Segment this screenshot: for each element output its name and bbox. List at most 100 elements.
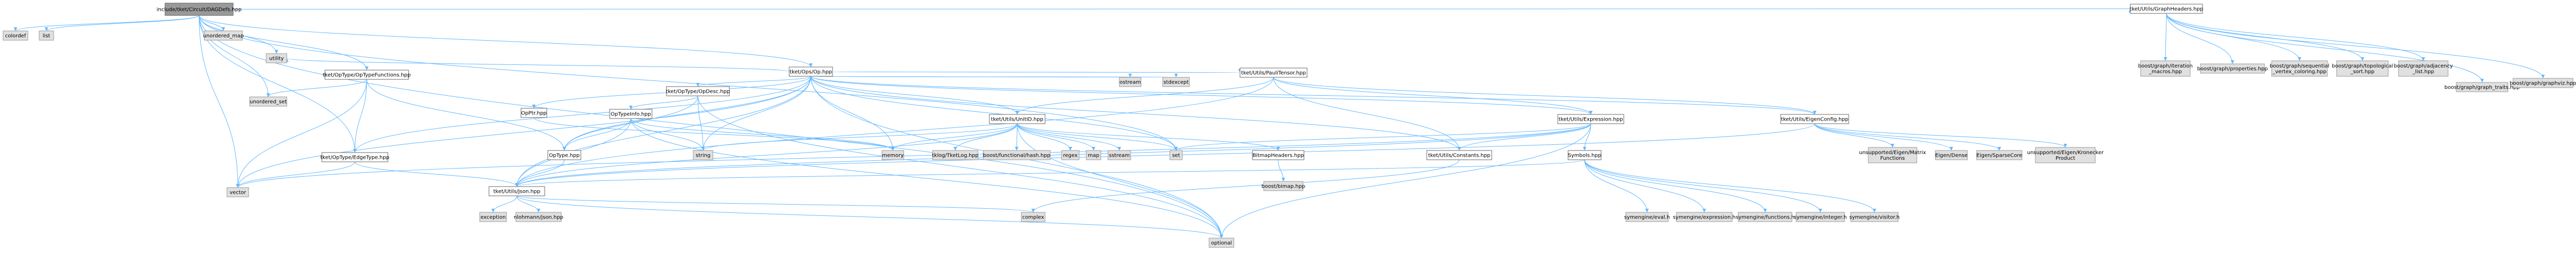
node-label: boost/graph/sequential: [2270, 63, 2329, 69]
edge-utilshelpers-to-sstream: [1017, 123, 1121, 151]
node-label: colordef: [5, 34, 26, 39]
edge-symbols-to-symengine_func: [1584, 159, 1767, 213]
node-json[interactable]: tket/Utils/Json.hpp: [488, 186, 545, 196]
node-boosthash: boost/functional/hash.hpp: [983, 150, 1051, 160]
node-optype[interactable]: OpType.hpp: [547, 150, 581, 160]
node-label: string: [696, 153, 711, 159]
node-eigendense: Eigen/Dense: [1935, 150, 1968, 160]
node-bgl_seq: boost/graph/sequential_vertex_coloring.h…: [2270, 60, 2329, 77]
edge-paulitensor-to-eigenconfig: [1273, 77, 1817, 115]
node-box: [1061, 150, 1080, 160]
node-label: tket/Utils/PauliTensor.hpp: [1241, 71, 1306, 76]
node-label: boost/functional/hash.hpp: [983, 153, 1050, 159]
edge-utilshelpers-to-set: [1017, 123, 1178, 151]
node-box: [1107, 150, 1131, 160]
edge-ophpp-to-constants: [810, 76, 1461, 151]
node-label: tket/Utils/Expression.hpp: [1559, 117, 1623, 123]
node-label: ostream: [1119, 80, 1140, 86]
edge-ophpp-to-edgetype: [353, 76, 811, 153]
node-oppointer[interactable]: OpPtr.hpp: [520, 108, 547, 118]
edge-optypefunc-to-unordered_set: [266, 79, 367, 97]
node-box: [1868, 147, 1917, 163]
node-opdesc[interactable]: tket/OpType/OpDesc.hpp: [666, 86, 730, 96]
node-label: tket/OpType/OpTypeFunctions.hpp: [323, 73, 411, 78]
node-label: boost/bimap.hpp: [1262, 184, 1306, 190]
node-paulitensor[interactable]: tket/Utils/PauliTensor.hpp: [1240, 68, 1308, 78]
node-optypeinfo[interactable]: OpTypeInfo.hpp: [609, 109, 653, 119]
node-box: [1850, 212, 1899, 222]
edge-ophpp-to-string: [701, 76, 811, 151]
node-symengine_int: symengine/integer.h: [1794, 212, 1847, 222]
edge-root-to-optypefunc: [199, 15, 369, 71]
edge-constants-to-complex: [1031, 159, 1460, 213]
node-box: [39, 30, 54, 41]
node-box: [547, 150, 581, 160]
node-label: Eigen/SparseCore: [1977, 153, 2023, 159]
node-label: unordered_set: [250, 99, 287, 105]
node-graphheaders[interactable]: tket/Utils/GraphHeaders.hpp: [2130, 4, 2204, 14]
edge-oppointer-to-memory: [533, 117, 895, 151]
edge-optypefunc-to-vector: [236, 79, 367, 188]
edge-utilshelpers-to-map: [1017, 123, 1096, 151]
edge-opdesc-to-optional: [697, 95, 1224, 239]
node-colordef: colordef: [3, 30, 28, 41]
node-label: symengine/integer.h: [1794, 215, 1847, 221]
node-label: optional: [1211, 241, 1232, 246]
edge-paulitensor-to-json: [515, 77, 1274, 187]
node-label: BitmapHeaders.hpp: [1252, 153, 1304, 159]
node-box: [1252, 150, 1305, 160]
node-sstream: sstream: [1107, 150, 1131, 160]
node-label: set: [1172, 153, 1180, 159]
node-symbols[interactable]: Symbols.hpp: [1568, 150, 1602, 160]
edge-optypeinfo-to-memory: [630, 118, 895, 151]
node-label: vector: [230, 190, 247, 196]
edge-opdesc-to-optypeinfo: [629, 95, 698, 110]
edge-optypeinfo-to-optype: [562, 118, 631, 151]
node-label: nlohmann/json.hpp: [514, 215, 563, 221]
node-box: [1738, 212, 1792, 222]
node-box: [2130, 4, 2203, 14]
node-box: [2035, 147, 2096, 163]
node-list: list: [39, 30, 54, 41]
edge-optypefunc-to-edgetype: [353, 79, 367, 153]
node-utilshelpers[interactable]: tket/Utils/UnitID.hpp: [989, 114, 1046, 124]
node-optypefunc[interactable]: tket/OpType/OpTypeFunctions.hpp: [323, 70, 411, 80]
node-symengine_eval: symengine/eval.h: [1624, 212, 1670, 222]
node-box: [1625, 212, 1669, 222]
node-label: tket/Utils/UnitID.hpp: [991, 117, 1043, 123]
node-label: boost/graph/adjacency: [2394, 63, 2453, 69]
edge-expression-to-set: [1174, 123, 1591, 151]
node-ostream: ostream: [1119, 77, 1142, 87]
edge-graphheaders-to-bgl_iter: [2163, 13, 2167, 61]
node-label: OpPtr.hpp: [521, 111, 547, 116]
edge-optypefunc-to-optype: [366, 79, 566, 151]
node-box: [2336, 60, 2389, 77]
edge-ophpp-to-paulitensor: [832, 69, 1241, 73]
node-ophpp[interactable]: tket/Ops/Op.hpp: [789, 66, 833, 77]
node-eigenconfig[interactable]: tket/Utils/EigenConfig.hpp: [1780, 114, 1849, 124]
edge-root-to-optional: [199, 15, 1224, 239]
node-unordered_set: unordered_set: [249, 96, 287, 107]
edge-symbols-to-symengine_expr: [1584, 159, 1706, 213]
edge-ophpp-to-set: [810, 76, 1178, 151]
node-constants[interactable]: tket/Utils/Constants.hpp: [1426, 150, 1492, 160]
node-label: utility: [269, 56, 284, 62]
node-expression[interactable]: tket/Utils/Expression.hpp: [1557, 114, 1624, 124]
node-bitmap[interactable]: BitmapHeaders.hpp: [1252, 150, 1305, 160]
node-label: boost/graph/graph_traits.hpp: [2444, 85, 2520, 91]
node-box: [1263, 181, 1303, 191]
node-label: symengine/expression.h: [1673, 215, 1736, 221]
node-label: boost/graph/graphviz.hpp: [2509, 81, 2576, 87]
node-root[interactable]: include/tket/Circuit/DAGDefs.hpp: [157, 3, 242, 16]
edge-utilshelpers-to-json: [515, 123, 1018, 187]
node-label: _sort.hpp: [2350, 69, 2375, 75]
edge-ophpp-to-utility: [285, 58, 790, 72]
edge-utilshelpers-to-optional: [1017, 123, 1224, 239]
node-edgetype[interactable]: tket/OpType/EdgeType.hpp: [320, 152, 389, 162]
node-label: Symbols.hpp: [1568, 153, 1602, 159]
node-box: [488, 186, 545, 196]
node-string: string: [693, 150, 713, 160]
node-box: [1796, 212, 1845, 222]
edge-root-to-unordered_set: [199, 15, 270, 97]
